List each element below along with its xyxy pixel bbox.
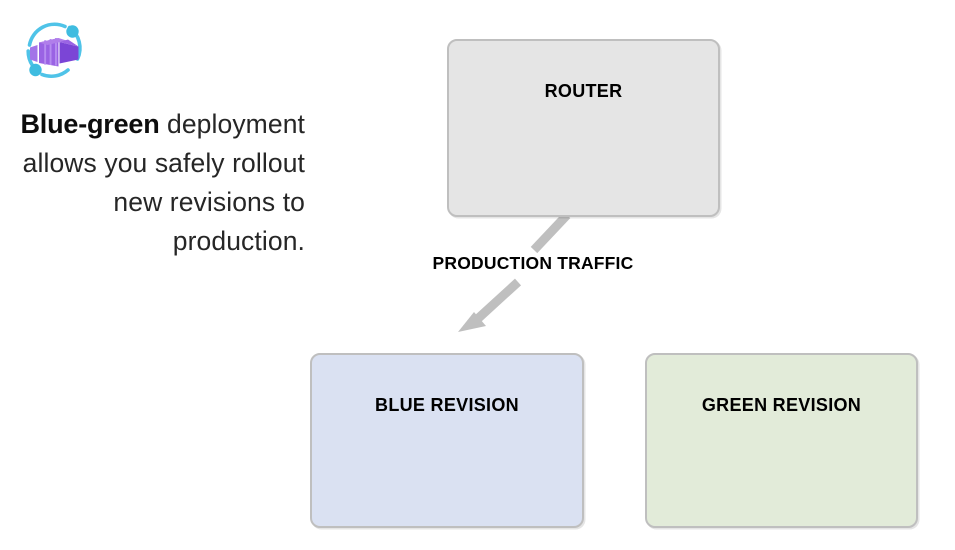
container-rib-3-icon xyxy=(55,38,57,66)
orbit-dot-bottom-icon xyxy=(29,63,42,77)
caption-text: Blue-green deployment allows you safely … xyxy=(10,105,305,261)
orbit-dot-top-icon xyxy=(66,25,79,38)
container-rib-2-icon xyxy=(49,39,52,65)
container-front-face-icon xyxy=(39,38,59,67)
azure-container-apps-logo xyxy=(20,18,88,86)
node-router[interactable]: ROUTER xyxy=(447,39,720,217)
logo-svg xyxy=(26,22,82,78)
node-router-label: ROUTER xyxy=(544,81,623,101)
orbit-arc-top-icon xyxy=(27,22,67,47)
container-left-slab-icon xyxy=(30,45,38,62)
container-right-cube-icon xyxy=(59,42,79,64)
container-right-cube-top-icon xyxy=(59,39,79,47)
node-green-revision[interactable]: GREEN REVISION xyxy=(645,353,918,528)
connector-segment-lower xyxy=(468,278,522,328)
node-blue-revision[interactable]: BLUE REVISION xyxy=(310,353,584,528)
edge-label-production-traffic: PRODUCTION TRAFFIC xyxy=(432,253,634,273)
container-top-face-icon xyxy=(39,38,67,45)
container-rib-1-icon xyxy=(44,40,47,65)
node-green-revision-label: GREEN REVISION xyxy=(701,395,862,415)
caption-lede: Blue-green xyxy=(20,109,160,139)
connector-arrowhead-icon xyxy=(458,312,486,332)
caption-body: deployment allows you safely rollout new… xyxy=(22,109,305,256)
orbit-arc-bottom-icon xyxy=(40,68,70,78)
connector-segment-upper xyxy=(530,211,571,254)
node-blue-revision-label: BLUE REVISION xyxy=(375,395,519,415)
production-traffic-connector xyxy=(458,211,571,332)
